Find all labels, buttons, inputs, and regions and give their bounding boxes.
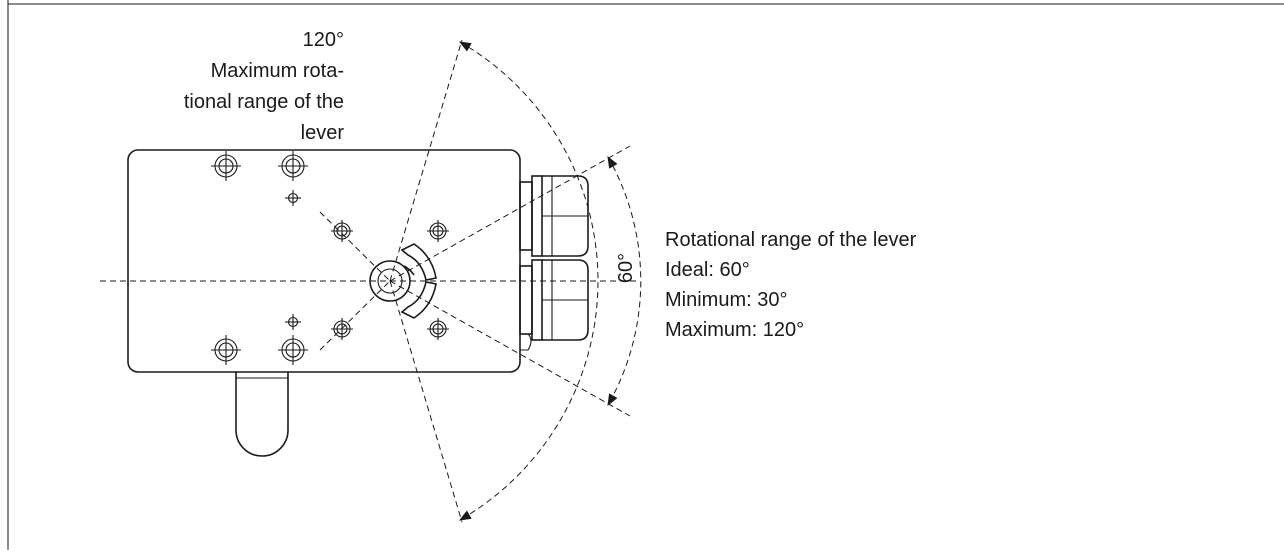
mounting-screw: [426, 219, 450, 243]
rotational-range-legend: Rotational range of the lever Ideal: 60°…: [665, 229, 917, 341]
maximum-range: Maximum: 120°: [665, 319, 804, 341]
max-range-line-3: lever: [301, 122, 345, 144]
lever-hub: [369, 243, 437, 319]
mounting-screw: [330, 219, 354, 243]
rotate-arrow-up-icon: [400, 243, 437, 281]
max-range-line-2: tional range of the: [184, 91, 344, 113]
max-range-label: 120° Maximum rota- tional range of the l…: [184, 29, 344, 144]
sensor-cap: [235, 372, 289, 457]
mounting-screw: [284, 313, 302, 331]
device-housing: [127, 149, 521, 373]
mounting-screw: [426, 317, 450, 341]
arc-120-degrees: [458, 41, 599, 521]
connector-stub: [520, 333, 532, 351]
cable-gland-bottom: [519, 259, 589, 341]
center-lines: [100, 39, 640, 523]
max-angle-value: 120°: [303, 29, 344, 51]
mounting-screw: [284, 189, 302, 207]
mounting-screw: [277, 150, 309, 182]
cable-gland-top: [519, 175, 589, 257]
max-range-line-1: Maximum rota-: [211, 60, 344, 82]
ideal-angle-label: 60°: [615, 253, 637, 283]
arc-60-degrees: [607, 155, 642, 407]
mounting-screw: [210, 150, 242, 182]
mounting-screw: [210, 334, 242, 366]
rotational-range-title: Rotational range of the lever: [665, 229, 917, 251]
minimum-range: Minimum: 30°: [665, 289, 787, 311]
mounting-screw: [277, 334, 309, 366]
rotate-arrow-down-icon: [400, 281, 437, 319]
ideal-range: Ideal: 60°: [665, 259, 750, 281]
